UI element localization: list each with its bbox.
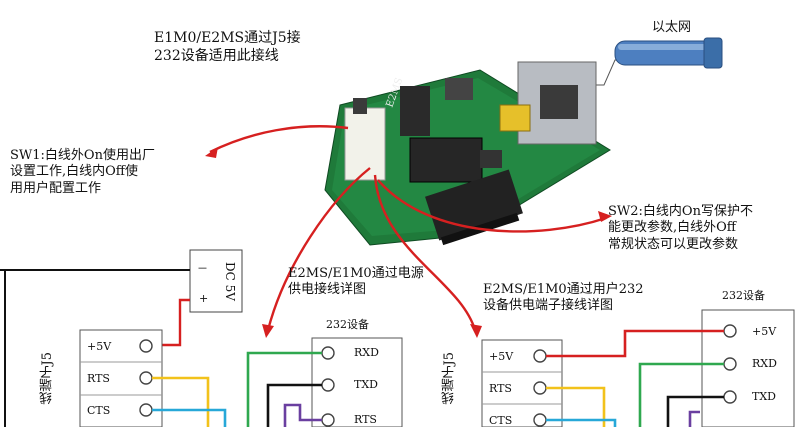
left-title: E2MS/E1M0通过电源 供电接线详图 [288, 266, 424, 299]
right-wires [546, 329, 724, 427]
left-pin-cts: CTS [87, 404, 111, 417]
pcb-board: E2MS [324, 61, 611, 246]
top-note: E1M0/E2MS通过J5接 232设备适用此接线 [154, 30, 301, 65]
right-terminal-block [481, 339, 563, 427]
right-pin-cts: CTS [489, 414, 513, 427]
sw2-note-line-3: 常规状态可以更改参数 [608, 236, 739, 252]
left-title-line-2: 供电接线详图 [288, 282, 367, 298]
ethernet-label: 以太网 [652, 20, 692, 35]
sw2-note-line-2: 能更改参数,白线外Off [608, 220, 737, 236]
top-note-line-1: E1M0/E2MS通过J5接 [154, 30, 301, 46]
right-device-pin-5v: +5V [752, 325, 777, 338]
right-device-label: 232设备 [722, 289, 765, 302]
sw1-note-line-3: 用用户配置工作 [10, 180, 102, 196]
left-terminal-label: 线端子J5 [40, 352, 55, 405]
right-terminal-label: 线端子J5 [442, 352, 457, 405]
left-device-pin-txd: TXD [354, 378, 378, 391]
left-232-device [311, 337, 403, 427]
right-pin-rts: RTS [489, 382, 512, 395]
dc-plus: + [199, 292, 209, 305]
sw2-note-line-1: SW2:白线内On写保护不 [608, 204, 753, 219]
left-title-line-1: E2MS/E1M0通过电源 [288, 266, 424, 281]
right-title-line-2: 设备供电端子接线详图 [483, 298, 614, 314]
j5-connector [344, 107, 386, 181]
dc-supply-box [189, 249, 243, 313]
left-device-pin-rxd: RXD [354, 346, 379, 359]
ethernet-cable [595, 37, 723, 86]
top-note-line-2: 232设备适用此接线 [154, 47, 279, 64]
main-chip [409, 137, 483, 183]
dc-minus: － [197, 262, 208, 275]
right-pin-5v: +5V [489, 350, 514, 363]
left-device-label: 232设备 [326, 318, 369, 331]
sw1-note-line-1: SW1:白线外On使用出厂 [10, 148, 155, 163]
right-device-pin-rxd: RXD [752, 357, 777, 370]
left-pin-5v: +5V [87, 340, 112, 353]
dc-label: DC 5V [223, 262, 237, 301]
left-pin-rts: RTS [87, 372, 110, 385]
right-title-line-1: E2MS/E1M0通过用户232 [483, 282, 644, 297]
left-wires [152, 351, 322, 427]
right-232-device [701, 309, 795, 427]
annotation-arrows [205, 125, 612, 338]
right-title: E2MS/E1M0通过用户232 设备供电端子接线详图 [483, 282, 644, 315]
right-device-pin-txd: TXD [752, 390, 776, 403]
left-device-pin-rts: RTS [354, 413, 377, 426]
sw2-note: SW2:白线内On写保护不 能更改参数,白线外Off 常规状态可以更改参数 [608, 204, 753, 253]
sw1-note-line-2: 设置工作,白线内Off使 [10, 164, 139, 180]
sw1-note: SW1:白线外On使用出厂 设置工作,白线内Off使 用用户配置工作 [10, 148, 155, 197]
dip-switch [353, 98, 367, 114]
